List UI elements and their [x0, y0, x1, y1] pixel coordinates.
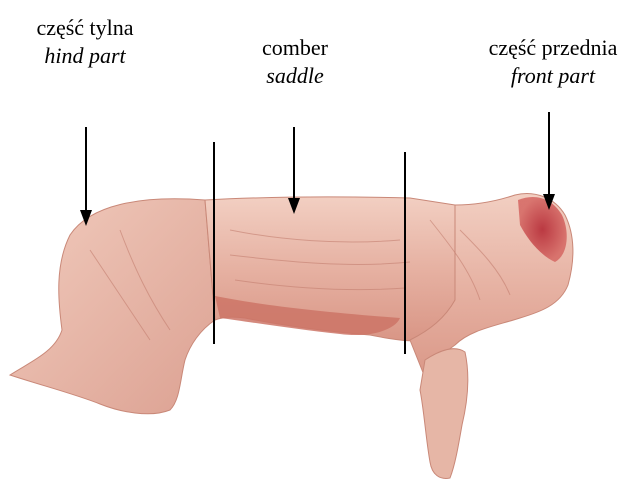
carcass-hind-part — [10, 199, 215, 414]
arrow-saddle — [288, 127, 300, 214]
arrow-front-part — [543, 112, 555, 210]
arrow-hind-part — [80, 127, 92, 226]
carcass-front-leg — [420, 349, 468, 479]
